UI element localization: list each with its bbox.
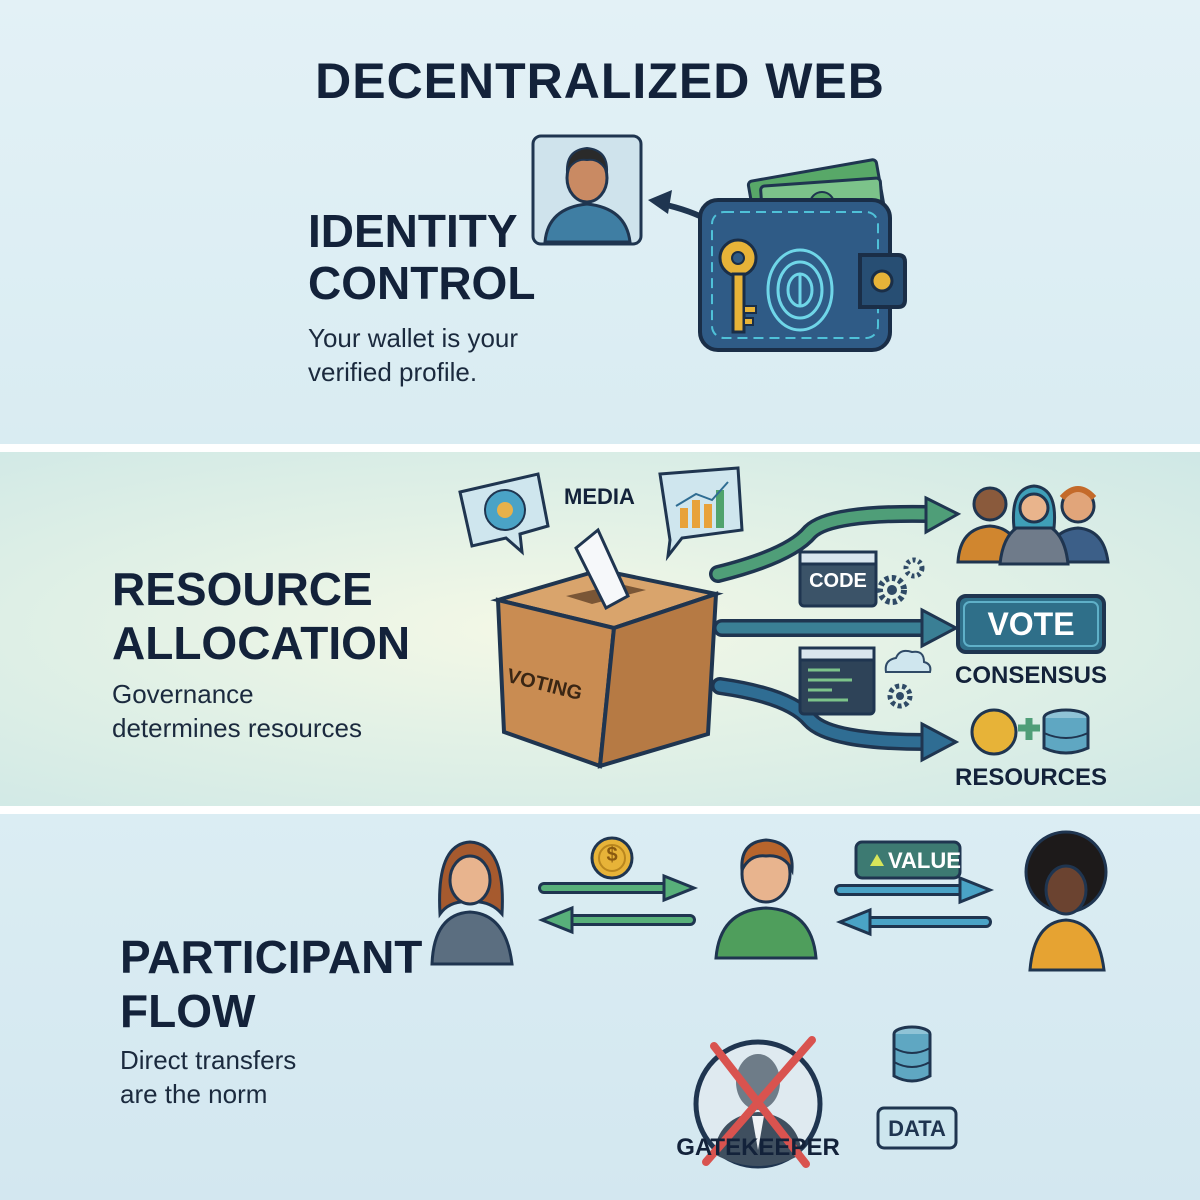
- value-badge: [854, 840, 962, 880]
- coin-symbol: $: [606, 844, 618, 866]
- identity-desc-line1: Your wallet is your: [308, 323, 519, 353]
- resource-desc-line2: determines resources: [112, 713, 362, 743]
- cloud-icon: [884, 649, 932, 673]
- identity-desc-line2: verified profile.: [308, 357, 478, 387]
- section-divider-2: [0, 806, 1200, 814]
- profile-avatar-icon: [531, 134, 643, 246]
- page-title: DECENTRALIZED WEB: [315, 53, 885, 109]
- gatekeeper-label: GATEKEEPER: [676, 1134, 840, 1161]
- data-label: DATA: [888, 1116, 946, 1141]
- fingerprint-icon: [766, 248, 834, 332]
- resource-panel: RESOURCE ALLOCATION Governance determine…: [0, 452, 1200, 806]
- transfer-arrows-right: [834, 875, 995, 937]
- section-divider: [0, 444, 1200, 452]
- participant-illustration: [430, 830, 1108, 1169]
- participant-man-avatar: [714, 838, 818, 960]
- identity-heading-line2: CONTROL: [308, 257, 536, 309]
- code-label: CODE: [809, 570, 867, 592]
- vote-label: VOTE: [987, 606, 1075, 642]
- gatekeeper-crossed-icon: [693, 1036, 823, 1169]
- gear-icon: [877, 557, 925, 605]
- identity-panel: DECENTRALIZED WEB IDENTITY CONTROL Your …: [0, 0, 1200, 444]
- flow-arrows: [709, 495, 962, 763]
- resources-label: RESOURCES: [954, 764, 1108, 791]
- chart-bubble-icon: [658, 466, 744, 562]
- transfer-arrows-left: [537, 873, 699, 935]
- key-icon: [718, 238, 758, 334]
- coin-database-icon: [970, 708, 1090, 756]
- identity-illustration: [531, 134, 907, 352]
- media-bubble-icon: [458, 472, 550, 556]
- code-window-icon: [798, 550, 878, 608]
- participant-panel: PARTICIPANT FLOW Direct transfers are th…: [0, 814, 1200, 1200]
- people-group-icon: [956, 484, 1110, 566]
- vote-badge: [956, 594, 1106, 654]
- terminal-window-icon: [798, 646, 876, 716]
- coin-icon: [590, 836, 634, 880]
- consensus-label: CONSENSUS: [954, 662, 1108, 689]
- resource-illustration: [458, 466, 1110, 769]
- participant-desc-line1: Direct transfers: [120, 1045, 297, 1075]
- participant-heading-line2: FLOW: [120, 985, 256, 1037]
- media-label: MEDIA: [564, 484, 635, 509]
- participant-woman-avatar: [430, 840, 514, 966]
- value-label: VALUE: [888, 848, 961, 873]
- participant-woman-right-avatar: [1024, 830, 1108, 972]
- resource-heading-line1: RESOURCE: [112, 563, 373, 615]
- ballot-box-icon: [490, 527, 724, 769]
- data-badge: [876, 1106, 958, 1150]
- wallet-icon: [698, 158, 907, 352]
- resource-desc-line1: Governance: [112, 679, 254, 709]
- participant-heading-line1: PARTICIPANT: [120, 931, 423, 983]
- resource-heading-line2: ALLOCATION: [112, 617, 411, 669]
- participant-desc-line2: are the norm: [120, 1079, 268, 1109]
- gear-icon-small: [887, 683, 913, 709]
- database-icon: [892, 1025, 932, 1083]
- identity-heading-line1: IDENTITY: [308, 205, 518, 257]
